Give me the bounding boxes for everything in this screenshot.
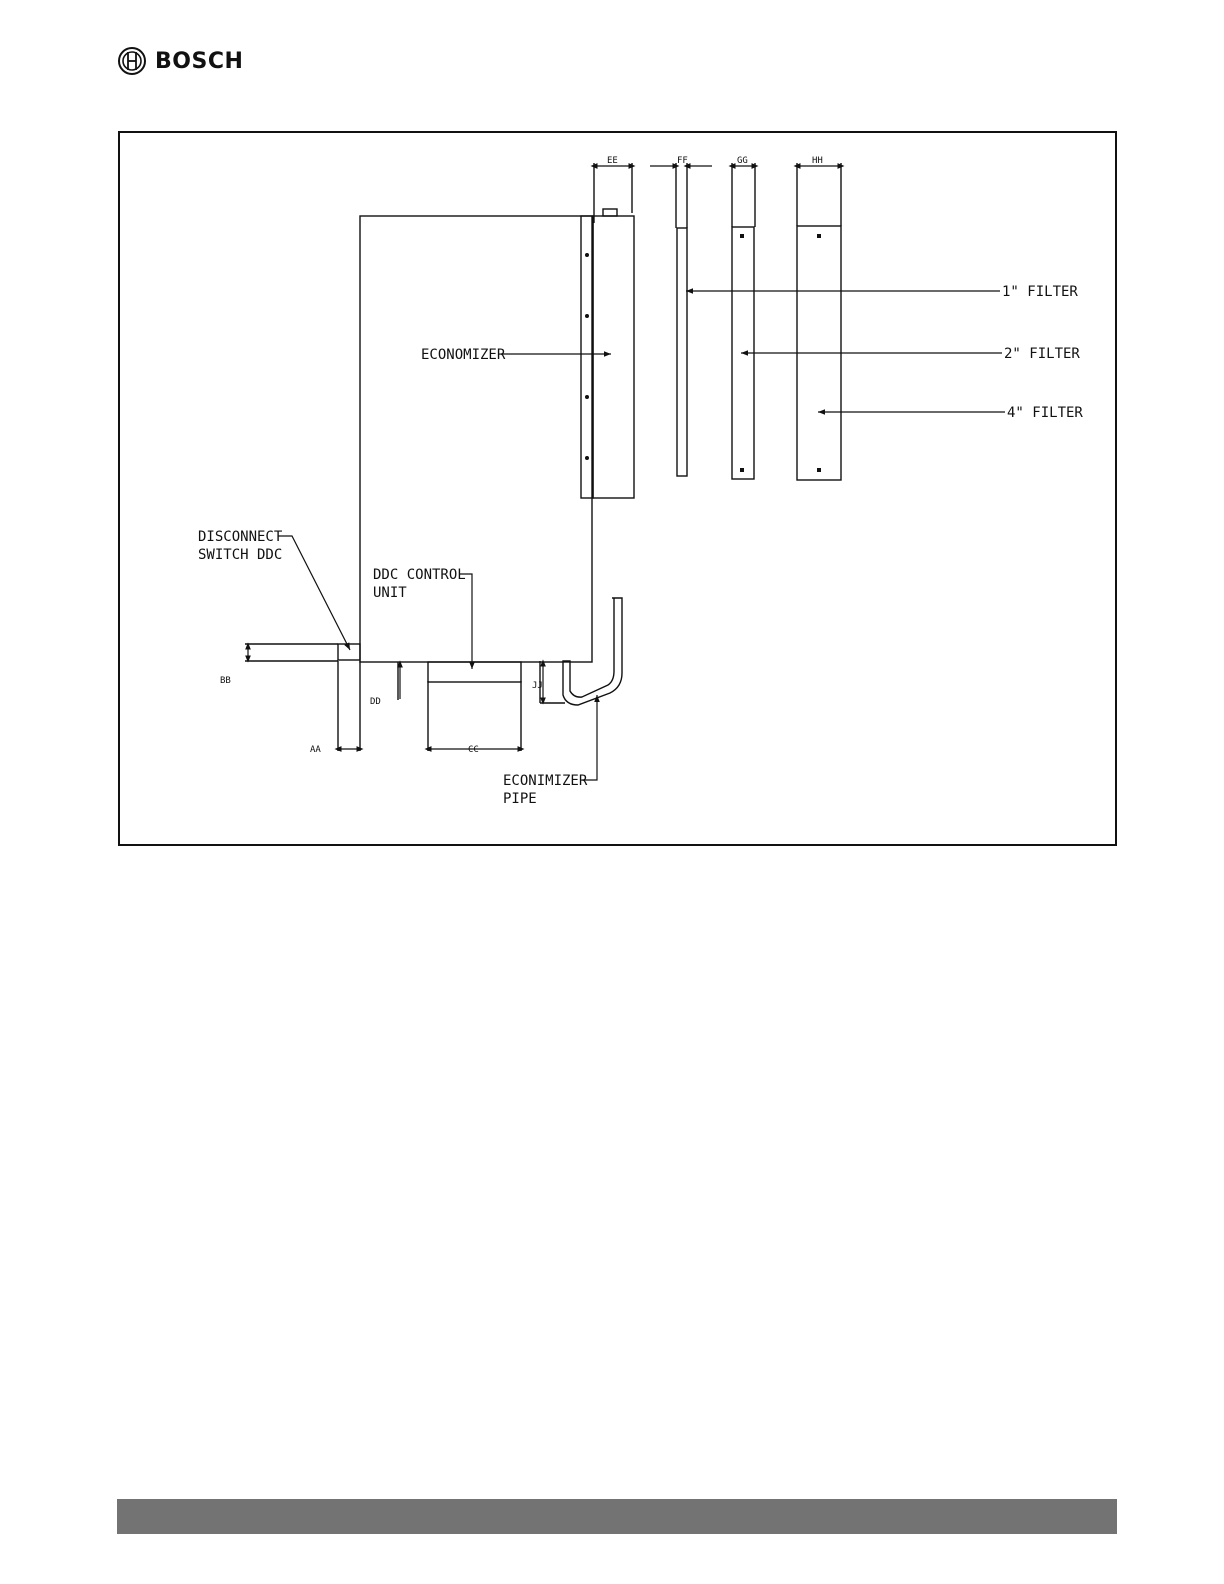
dim-hh: HH [812,156,823,166]
economizer-housing [593,216,634,498]
disconnect-switch-box [338,644,360,660]
bosch-armature-icon [117,46,147,76]
filter-2in-label: 2" FILTER [1004,346,1080,362]
disconnect-label-line1: DISCONNECT [198,529,283,545]
ddc-control-box [428,662,521,682]
dim-dd: DD [370,697,381,707]
dim-ee: EE [607,156,618,166]
dim-ff: FF [677,156,688,166]
economizer-panel [581,216,593,498]
economizer-label: ECONOMIZER [421,347,506,363]
filter-4in-label: 4" FILTER [1007,405,1083,421]
pipe-label-line2: PIPE [503,791,537,807]
filter-1in-label: 1" FILTER [1002,284,1078,300]
ddc-label-line2: UNIT [373,585,407,601]
dim-gg: GG [737,156,748,166]
pipe-label-line1: ECONIMIZER [503,773,588,789]
dim-jj: JJ [532,681,543,691]
drawing-frame: ECONOMIZER 1" FILTER 2" FILTER 4" FILTER… [118,131,1117,846]
filter-1in [677,228,687,476]
dim-bb: BB [220,676,231,686]
dim-aa: AA [310,745,321,755]
economizer-filter-diagram: ECONOMIZER 1" FILTER 2" FILTER 4" FILTER… [120,133,1115,844]
dim-cc: CC [468,745,479,755]
disconnect-label-line2: SWITCH DDC [198,547,282,563]
ddc-label-line1: DDC CONTROL [373,567,466,583]
brand-name: BOSCH [155,49,243,74]
footer-bar [117,1499,1117,1534]
economizer-top-cap [603,209,617,216]
bosch-logo: BOSCH [117,45,243,77]
